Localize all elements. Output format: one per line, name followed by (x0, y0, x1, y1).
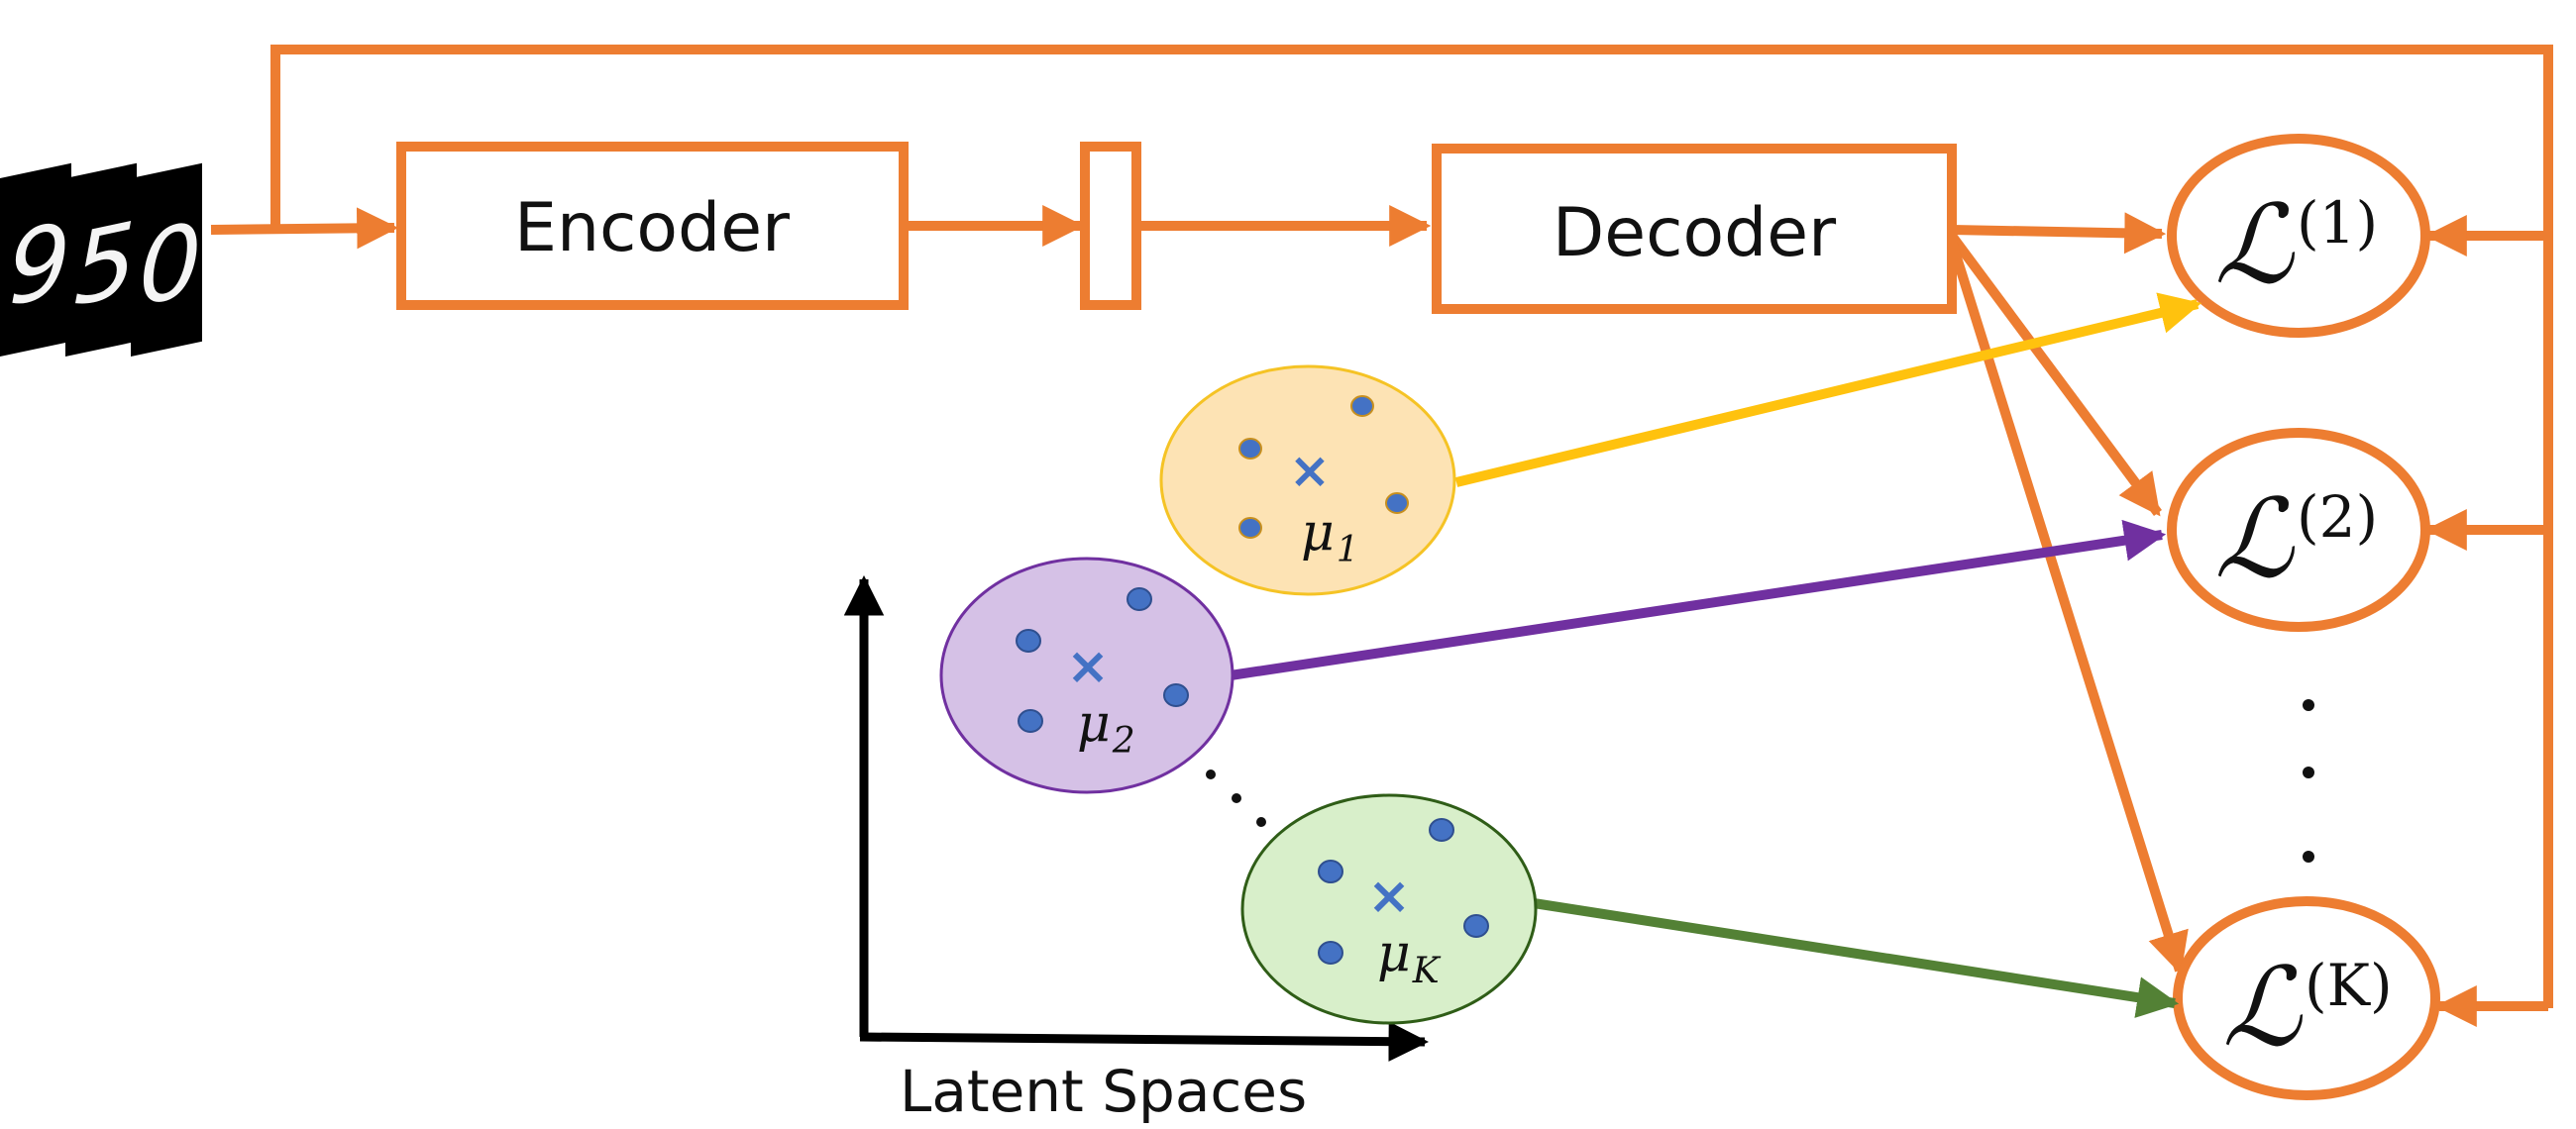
loss-node-1: ℒ (1) (2167, 134, 2430, 338)
cluster-points (1016, 587, 1189, 733)
loss-node-k: ℒ (K) (2173, 896, 2440, 1100)
centroid-label: μ1 (1301, 503, 1359, 570)
cluster-k: × μK (1240, 793, 1538, 1025)
arrow-input-to-encoder (210, 207, 399, 250)
cluster-points (1318, 818, 1489, 965)
input-digit-image: 9 (0, 162, 71, 357)
loss-superscript: (K) (2305, 952, 2393, 1019)
arrow-cluster-k-to-loss-k (1533, 898, 2180, 1018)
latent-axes (843, 574, 1430, 1062)
centroid-label: μK (1377, 924, 1442, 991)
cluster-2: × μ2 (939, 557, 1234, 794)
loss-symbol: ℒ (2222, 944, 2304, 1071)
centroid-marker: × (1066, 637, 1110, 696)
arrow-decoder-to-loss-k (1947, 240, 2189, 975)
input-digit-images: 9 5 0 (0, 162, 202, 357)
loss-symbol: ℒ (2214, 181, 2296, 308)
digit-label: 0 (139, 200, 202, 329)
arrow-decoder-to-loss-1 (1951, 212, 2167, 255)
centroid-marker: × (1289, 442, 1331, 499)
cluster-ellipsis (1206, 770, 1266, 827)
arrow-cluster-2-to-loss-2 (1230, 519, 2167, 680)
digit-label: 9 (8, 200, 71, 329)
centroid-marker: × (1367, 867, 1411, 926)
centroid-label: μ2 (1077, 694, 1135, 762)
arrow-cluster-1-to-loss-1 (1454, 292, 2202, 487)
loss-symbol: ℒ (2214, 475, 2296, 602)
digit-label: 5 (73, 200, 137, 329)
cluster-1: × μ1 (1159, 364, 1456, 596)
input-digit-image: 0 (131, 162, 202, 357)
x-axis-arrow (859, 1021, 1430, 1062)
latent-code-bar (1080, 142, 1141, 310)
encoder-label: Encoder (514, 189, 790, 267)
arrow-decoder-to-loss-2 (1947, 233, 2163, 517)
loss-node-2: ℒ (2) (2167, 428, 2430, 632)
loss-superscript: (1) (2297, 189, 2378, 257)
decoder-block: Decoder (1432, 144, 1957, 314)
loss-ellipsis (2303, 699, 2314, 863)
cluster-points (1238, 395, 1409, 539)
encoder-block: Encoder (396, 142, 909, 310)
latent-axis-label: Latent Spaces (900, 1058, 1307, 1125)
input-digit-image: 5 (65, 162, 137, 357)
loss-superscript: (2) (2297, 483, 2378, 551)
decoder-label: Decoder (1553, 194, 1836, 272)
